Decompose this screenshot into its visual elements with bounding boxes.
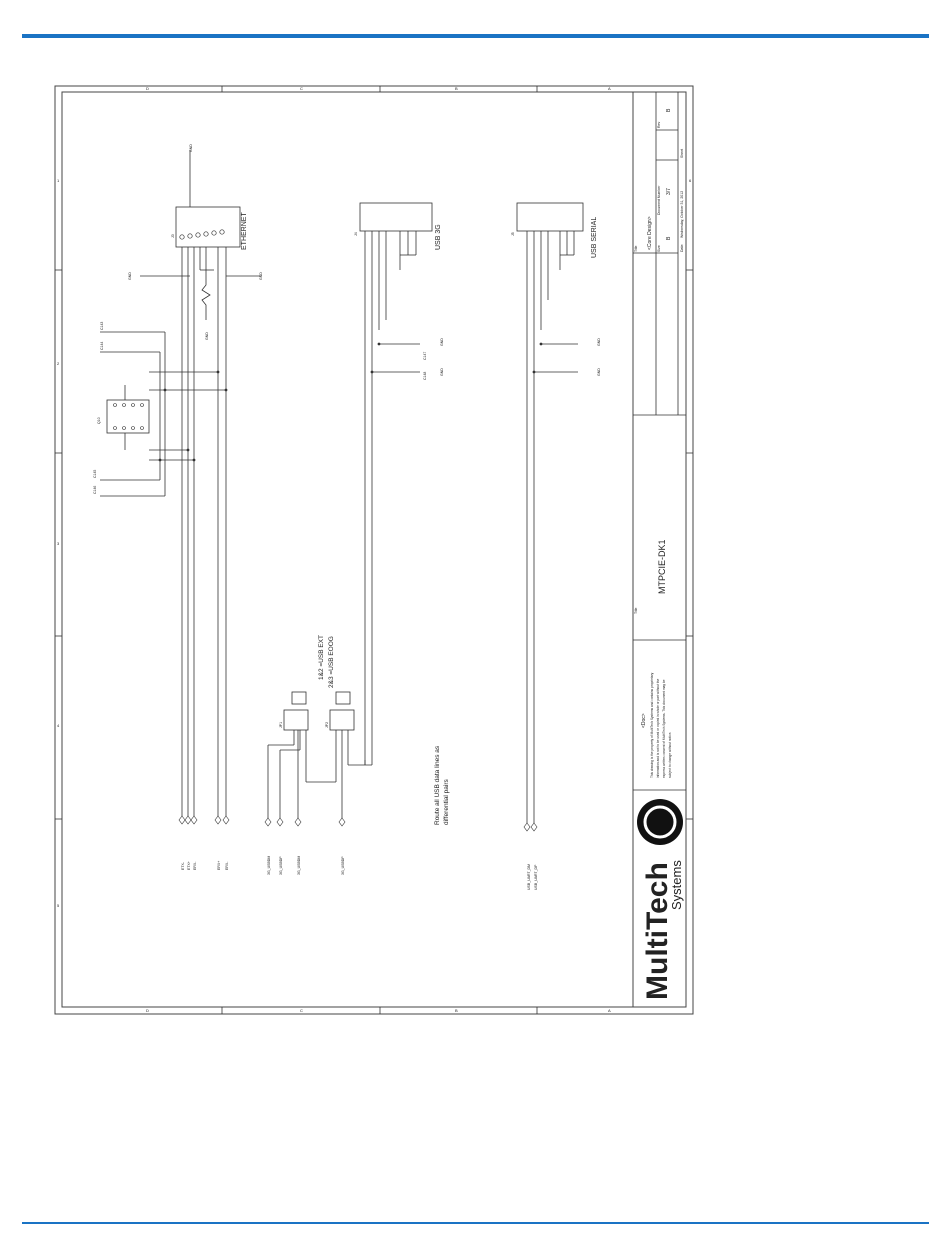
zone-letter-c-bottom: C [300,1008,303,1013]
notice-title: <Doc> [641,713,647,728]
cap-c147: C147 [423,352,427,360]
size-value: B [666,236,672,240]
jumper-jp2-ref: JP2 [325,722,329,728]
notice-line-2: information and is not to be used or cop… [656,679,660,778]
sheet-caption: Sheet [680,149,684,158]
jumper-jp1 [283,709,309,731]
zone-letter-b: B [455,86,458,91]
logo-subtitle: Systems [669,860,684,910]
net-3g-usbdp: 3G_USBDP [279,856,283,875]
cap-c146: C146 [93,486,97,494]
cap-c143: C143 [100,322,104,330]
schematic-outer-frame [54,85,694,1015]
route-note-1: Route all USB data lines as [434,745,441,825]
zone-letter-d: D [146,86,149,91]
usb-3g-ref: J4 [354,232,358,236]
net-usb-uart-dp: USB_UART_DP [534,864,538,890]
jumper-note-2: 2&3 =USB EOOG [328,636,335,688]
cap-c145: C145 [93,470,97,478]
top-accent-rule [22,34,929,38]
size-caption: Size [657,245,661,252]
zone-num-4: 4 [57,723,60,728]
date-value: Wednesday, October 31, 2012 [680,191,684,238]
title-caption: Title [634,245,638,252]
title-caption-2: Title [634,607,638,614]
ethernet-ref: J3 [171,234,175,238]
gnd-3g-1: GND [440,338,444,346]
ethernet-terminals: ETX- ETX+ ERX- ERX+ ERX- [178,815,230,870]
bottom-accent-rule [22,1222,929,1224]
docnum-value: 3/7 [666,188,672,195]
usb-3g-connector [359,202,433,232]
net-erx-minus: ERX- [193,861,197,870]
ethernet-section: ETHERNET J3 GND GND GND GND [128,144,263,820]
zone-num-5: 5 [57,903,60,908]
gnd-top: GND [189,144,193,152]
zone-letter-c: C [300,86,303,91]
docnum-caption: Document Number [657,185,661,215]
gnd-3g-2: GND [440,368,444,376]
ethernet-ic-section: Q10 C143 C144 C145 C146 [93,322,228,497]
logo-wordmark: MultiTech [641,862,674,1000]
usb-3g-section: USB 3G J4 C147 C148 GND GND [354,202,444,765]
rev-caption: Rev [657,122,661,128]
title-block [632,91,687,1008]
ethernet-connector [175,206,241,248]
net-3g-usbdm-1: 3G_USBDM [267,856,271,875]
net-etx-minus: ETX- [181,861,185,870]
notice-line-4: subject to change without notice. [668,732,672,778]
net-erx-plus: ERX+ [217,861,221,870]
zone-letter-a: A [608,86,611,91]
net-etx-plus: ETX+ [187,861,191,870]
notice-line-1: This drawing is the property of MultiTec… [650,672,654,778]
date-caption: Date: [680,244,684,252]
jumper-note-1: 1&2 =USB EXT [318,635,325,680]
gnd-serial-2: GND [597,368,601,376]
zone-num-6: 6 [689,178,692,183]
gnd-right: GND [259,272,263,280]
net-erx-minus-2: ERX- [225,861,229,870]
usb-serial-ref: J5 [511,232,515,236]
net-3g-usbdp-eoog: 3G_USBDP [341,856,345,875]
ethernet-ic-ref: Q10 [97,417,101,424]
usb-3g-label: USB 3G [435,224,442,250]
rev-value: B [666,108,672,112]
cap-c144: C144 [100,342,104,350]
zone-letter-a-bottom: A [608,1008,611,1013]
net-3g-usbdm-2: 3G_USBDM [297,856,301,875]
gnd-mid: GND [205,332,209,340]
zone-letter-d-bottom: D [146,1008,149,1013]
zone-letter-b-bottom: B [455,1008,458,1013]
design-name: <Core Design> [647,216,653,250]
ethernet-ic [106,399,150,434]
route-note-2: differential pairs [443,778,450,825]
notice-line-3: express written consent of MultiTech Sys… [662,679,666,778]
jumper-jp2 [329,709,355,731]
jumper-jp1-ref: JP1 [279,722,283,728]
usb-serial-section: USB SERIAL J5 GND GND USB_UART_DM USB_UA… [511,202,601,890]
cap-c148: C148 [423,372,427,380]
board-title: MTPCIE-DK1 [657,539,667,594]
zone-num-1: 1 [57,178,60,183]
zone-num-3: 3 [57,541,60,546]
usb-serial-label: USB SERIAL [591,217,598,258]
zone-num-2: 2 [57,361,60,366]
border-zone-labels: 1 2 3 4 5 6 D C B A D C B A [57,86,692,1013]
usb-jumper-section: 1&2 =USB EXT 2&3 =USB EOOG JP1 JP2 3G_US… [264,635,372,875]
gnd-serial-1: GND [597,338,601,346]
net-usb-uart-dm: USB_UART_DM [527,864,531,890]
gnd-left: GND [128,272,132,280]
multitech-logo: MultiTech Systems [637,799,684,1000]
border-zone-marks [55,86,693,1014]
usb-serial-connector [516,202,584,232]
ethernet-label: ETHERNET [241,212,248,250]
